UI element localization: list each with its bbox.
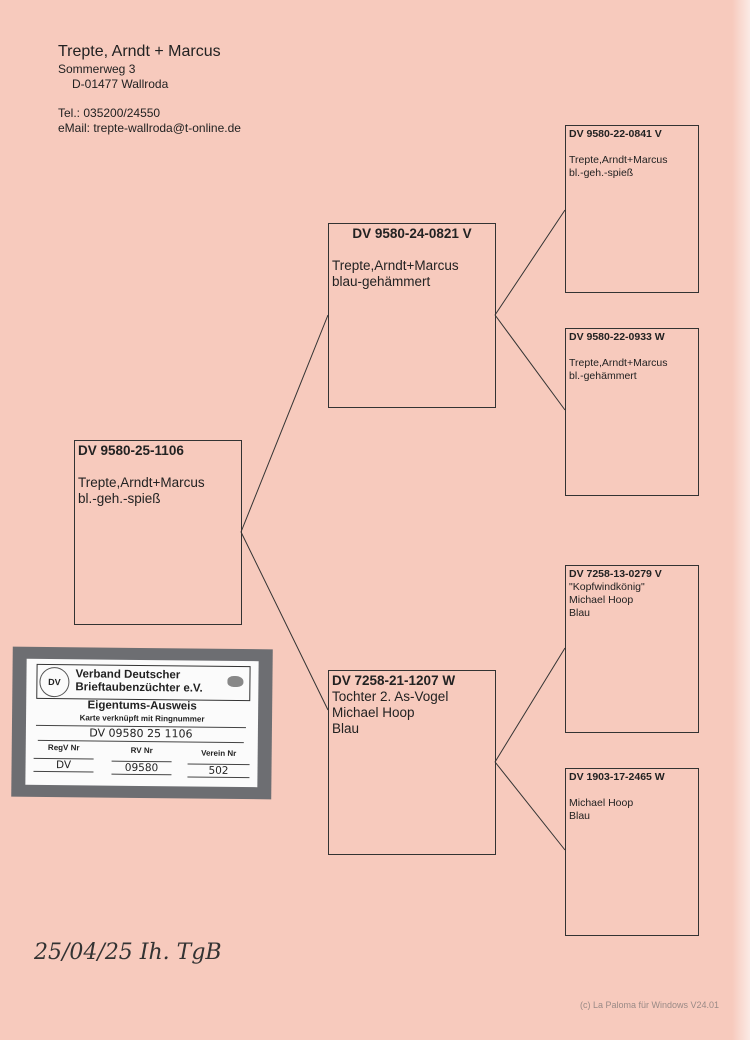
breeder: Michael Hoop [569,797,634,809]
vdb-seal-logo: DV [39,666,70,698]
breeder: Trepte,Arndt+Marcus [569,154,668,166]
handwritten-signature: 25/04/25 Ih. TgB [34,940,222,965]
verein-value: 502 [187,763,250,779]
ring-number: DV 9580-24-0821 V [352,226,472,241]
color: Blau [332,721,360,736]
sire-dam-box: DV 9580-22-0933 W Trepte,Arndt+Marcus bl… [565,328,699,496]
ring-number: DV 7258-13-0279 V [569,568,662,580]
sire-box: DV 9580-24-0821 V Trepte,Arndt+Marcus bl… [328,223,496,408]
card-subtitle: Karte verknüpft mit Ringnummer [79,713,205,724]
ownership-card: DV Verband Deutscher Brieftaubenzüchter … [11,646,273,800]
owner-header: Trepte, Arndt + Marcus Sommerweg 3 D-014… [58,42,241,136]
connector-line [494,209,566,316]
connector-line [494,647,566,763]
color: bl.-geh.-spieß [569,167,634,179]
owner-street: Sommerweg 3 [58,62,136,76]
dam-sire-box: DV 7258-13-0279 V "Kopfwindkönig" Michae… [565,565,699,733]
card-title: Eigentums-Ausweis [87,699,197,713]
ring-number: DV 9580-22-0841 V [569,128,662,140]
ring-number: DV 1903-17-2465 W [569,771,665,783]
ring-number: DV 9580-25-1106 [78,443,184,458]
bird-name: "Kopfwindkönig" [569,581,645,593]
breeder: Trepte,Arndt+Marcus [569,357,668,369]
breeder: Trepte,Arndt+Marcus [332,258,459,273]
connector-line [240,314,329,533]
sire-sire-box: DV 9580-22-0841 V Trepte,Arndt+Marcus bl… [565,125,699,293]
owner-phone: Tel.: 035200/24550 [58,106,161,120]
owner-city: D-01477 Wallroda [72,77,169,91]
breeder: Michael Hoop [332,705,415,720]
dam-box: DV 7258-21-1207 W Tochter 2. As-Vogel Mi… [328,670,496,855]
organization-name: Verband Deutscher Brieftaubenzüchter e.V… [75,668,203,695]
org-line-2: Brieftaubenzüchter e.V. [75,681,203,695]
note: Tochter 2. As-Vogel [332,689,449,704]
ring-number: DV 9580-22-0933 W [569,331,665,343]
pigeon-icon [227,675,244,688]
regv-label: RegV Nr [47,743,80,753]
breeder: Michael Hoop [569,594,634,606]
org-line-1: Verband Deutscher [75,668,181,682]
color: bl.-geh.-spieß [78,491,161,506]
owner-email: eMail: trepte-wallroda@t-online.de [58,121,241,135]
connector-line [240,531,329,711]
breeder: Trepte,Arndt+Marcus [78,475,205,490]
color: Blau [569,607,591,619]
regv-value: DV [33,757,94,773]
subject-box: DV 9580-25-1106 Trepte,Arndt+Marcus bl.-… [74,440,242,625]
copyright-footer: (c) La Paloma für Windows V24.01 [580,1000,720,1010]
color: blau-gehämmert [332,274,431,289]
owner-name: Trepte, Arndt + Marcus [58,43,221,60]
ring-number: DV 7258-21-1207 W [332,673,456,688]
color: bl.-gehämmert [569,370,637,382]
rv-label: RV Nr [130,745,153,756]
connector-line [494,314,566,411]
connector-line [494,761,566,851]
rv-value: 09580 [111,760,172,776]
color: Blau [569,810,591,822]
dam-dam-box: DV 1903-17-2465 W Michael Hoop Blau [565,768,699,936]
verein-label: Verein Nr [201,748,237,758]
